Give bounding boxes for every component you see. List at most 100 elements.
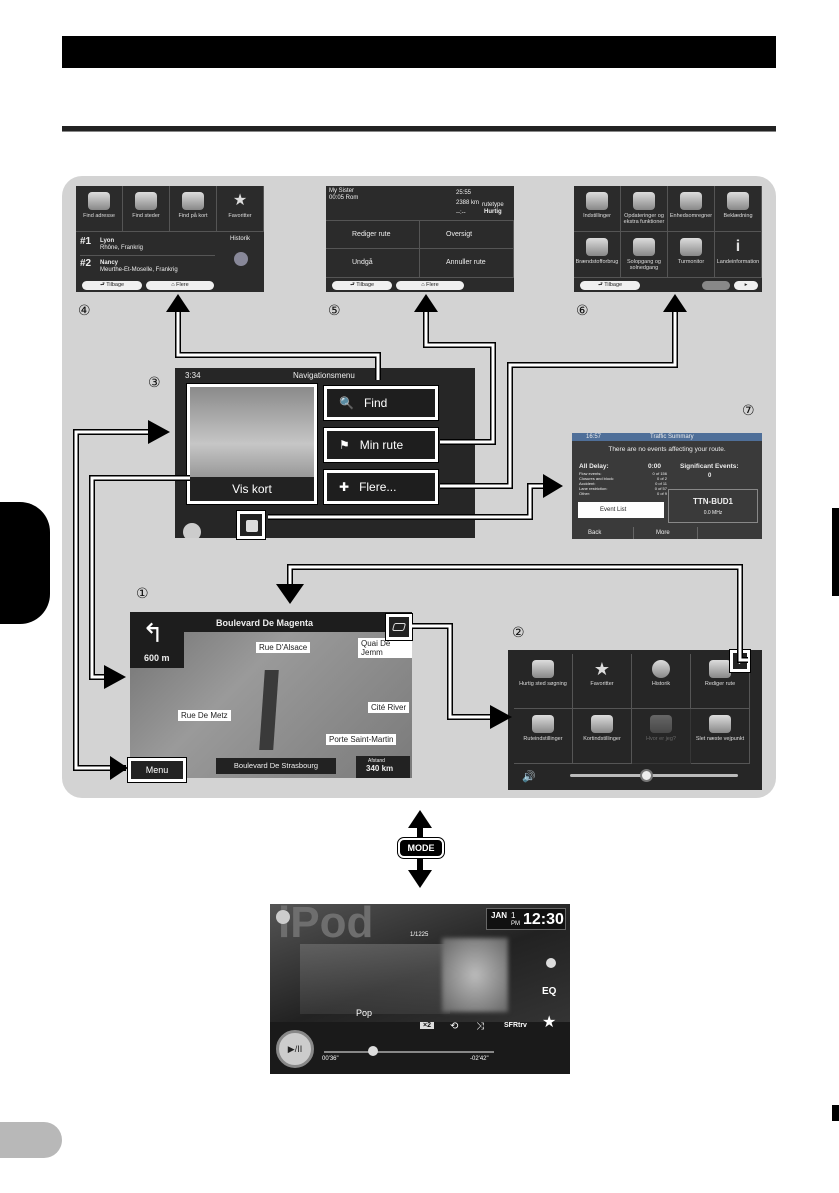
distance-label: Afstand bbox=[368, 758, 385, 764]
rank: #2 bbox=[80, 258, 92, 269]
pin-icon[interactable] bbox=[546, 958, 556, 968]
tile-overview[interactable]: Oversigt bbox=[420, 220, 514, 249]
view-map-button[interactable]: Vis kort bbox=[186, 383, 318, 505]
history-item[interactable]: #2 Nancy Meurthe-Et-Moselle, Frankrig bbox=[80, 258, 215, 278]
more-button[interactable]: More bbox=[636, 527, 698, 539]
volume-slider[interactable] bbox=[570, 774, 738, 777]
tile-label: Brændstofforbrug bbox=[575, 259, 619, 265]
tile-favorites[interactable]: ★Favoritter bbox=[573, 654, 632, 709]
volume-knob[interactable] bbox=[640, 769, 653, 782]
tile-quick-search[interactable]: Hurtig sted søgning bbox=[514, 654, 573, 709]
event-list-button[interactable]: Event List bbox=[578, 502, 664, 518]
traffic-button[interactable] bbox=[236, 510, 266, 540]
tile-label: Ruteindstillinger bbox=[523, 736, 563, 742]
arrow-traffic-to-7 bbox=[268, 483, 545, 520]
current-street: Boulevard De Magenta bbox=[216, 618, 314, 628]
tile-history[interactable]: Historik bbox=[632, 654, 691, 709]
speed-button[interactable]: ×2 bbox=[420, 1022, 434, 1029]
tile-label: Opdateringer og ekstra funktioner bbox=[623, 213, 665, 225]
back-button[interactable]: Back bbox=[572, 527, 634, 539]
tile-settings[interactable]: Indstillinger bbox=[574, 186, 621, 232]
screen-my-route: My Sister 00:05 Rom 25:55 2388 km --:-- … bbox=[326, 186, 514, 292]
tile-updates[interactable]: Opdateringer og ekstra funktioner bbox=[621, 186, 668, 232]
tile-label: Undgå bbox=[352, 259, 373, 266]
more-menu-button[interactable]: ✚Flere... bbox=[323, 469, 439, 505]
star-icon[interactable]: ★ bbox=[542, 1014, 557, 1031]
puzzle-icon: ✚ bbox=[339, 480, 350, 494]
menu-button[interactable]: Menu bbox=[127, 757, 187, 783]
tile-label: Annuller rute bbox=[446, 259, 486, 266]
repeat-icon[interactable]: ⟲ bbox=[450, 1021, 459, 1032]
progress-bar[interactable] bbox=[324, 1051, 494, 1053]
tile-delete-waypoint[interactable]: Slet næste vejpunkt bbox=[691, 709, 750, 764]
tile-map-settings[interactable]: Kortindstillinger bbox=[573, 709, 632, 764]
arrow-find-to-4 bbox=[175, 312, 381, 380]
arrowhead bbox=[408, 870, 432, 888]
tile-label: Find på kort bbox=[178, 213, 208, 219]
delay-breakdown: Flow events:0 of 156 Closures and block:… bbox=[579, 471, 667, 496]
mode-button[interactable]: MODE bbox=[397, 837, 445, 859]
tile-edit-route[interactable]: Rediger rute bbox=[326, 220, 420, 249]
find-button[interactable]: 🔍Find bbox=[323, 385, 439, 421]
tile-cancel-route[interactable]: Annuller rute bbox=[420, 249, 514, 278]
sound-retriever-button[interactable]: SFRtrv bbox=[504, 1022, 527, 1029]
tile-trip-monitor[interactable]: Turmonitor bbox=[668, 232, 715, 278]
tile-fuel[interactable]: Brændstofforbrug bbox=[574, 232, 621, 278]
progress-knob[interactable] bbox=[368, 1046, 378, 1056]
history-icon bbox=[234, 252, 248, 266]
route-distance-unit: km bbox=[471, 200, 480, 206]
screen-more: Indstillinger Opdateringer og ekstra fun… bbox=[574, 186, 762, 292]
tile-edit-route[interactable]: Rediger rute bbox=[691, 654, 750, 709]
station-freq: 0.0 MHz bbox=[703, 510, 723, 516]
next-page-button[interactable]: ▸ bbox=[734, 281, 758, 290]
map-menu-toggle[interactable] bbox=[385, 613, 413, 641]
right-edge-mark-bottom bbox=[832, 1105, 839, 1121]
clock-month: JAN bbox=[491, 911, 508, 920]
history-item[interactable]: #1 Lyon Rhône, Frankrig bbox=[80, 236, 215, 256]
tile-clothing[interactable]: Beklædning bbox=[715, 186, 762, 232]
all-delay-label: All Delay: bbox=[579, 463, 609, 470]
more-button[interactable]: ⌂ Flere bbox=[396, 281, 464, 290]
shuffle-icon[interactable]: ⤨ bbox=[476, 1021, 484, 1032]
arrowhead bbox=[166, 294, 190, 312]
page-number-tab bbox=[0, 1122, 62, 1158]
back-button[interactable]: ⮐ Tilbage bbox=[580, 281, 640, 290]
menu-label: Menu bbox=[145, 765, 169, 775]
tile-label: Hurtig sted søgning bbox=[519, 681, 567, 687]
tile-label: Hvor er jeg? bbox=[646, 736, 676, 742]
back-button[interactable]: ⮐ Tilbage bbox=[332, 281, 392, 290]
tile-label: Rediger rute bbox=[704, 681, 736, 687]
back-label: Tilbage bbox=[356, 282, 375, 288]
tile-find-address[interactable]: Find adresse bbox=[76, 186, 123, 232]
sig-events-label: Significant Events: bbox=[680, 463, 739, 470]
more-button[interactable]: ⌂ Flere bbox=[146, 281, 214, 290]
power-icon[interactable] bbox=[183, 523, 201, 538]
album-art bbox=[442, 938, 508, 1012]
route-time: 25:55 bbox=[456, 190, 472, 196]
tile-label: Historik bbox=[651, 681, 671, 687]
volume-icon: 🔊 bbox=[522, 771, 536, 783]
tile-find-places[interactable]: Find steder bbox=[123, 186, 170, 232]
clock: 16:57 bbox=[586, 434, 602, 440]
my-route-button[interactable]: ⚑Min rute bbox=[323, 427, 439, 463]
chevron-down-icon[interactable] bbox=[276, 910, 290, 924]
tile-sunrise[interactable]: Solopgang og solnedgang bbox=[621, 232, 668, 278]
tile-find-on-map[interactable]: Find på kort bbox=[170, 186, 217, 232]
eq-button[interactable]: EQ bbox=[542, 986, 557, 997]
tile-unit-converter[interactable]: Enhedsomregner bbox=[668, 186, 715, 232]
tile-label: Landeinformation bbox=[716, 259, 760, 265]
tile-where-am-i: Hvor er jeg? bbox=[632, 709, 691, 764]
tile-label: Favoritter bbox=[590, 681, 614, 687]
back-button[interactable]: ⮐ Tilbage bbox=[82, 281, 142, 290]
tile-route-settings[interactable]: Ruteindstillinger bbox=[514, 709, 573, 764]
arrowhead bbox=[414, 294, 438, 312]
play-pause-button[interactable]: ▶/II bbox=[276, 1030, 314, 1068]
tile-avoid[interactable]: Undgå bbox=[326, 249, 420, 278]
tile-favorites[interactable]: ★Favoritter bbox=[217, 186, 264, 232]
find-label: Find bbox=[363, 396, 388, 410]
arrowhead bbox=[110, 756, 128, 780]
item-title: Lyon bbox=[100, 238, 115, 244]
station-name: TTN-BUD1 bbox=[693, 497, 733, 506]
track-count: 1/1225 bbox=[410, 932, 429, 938]
